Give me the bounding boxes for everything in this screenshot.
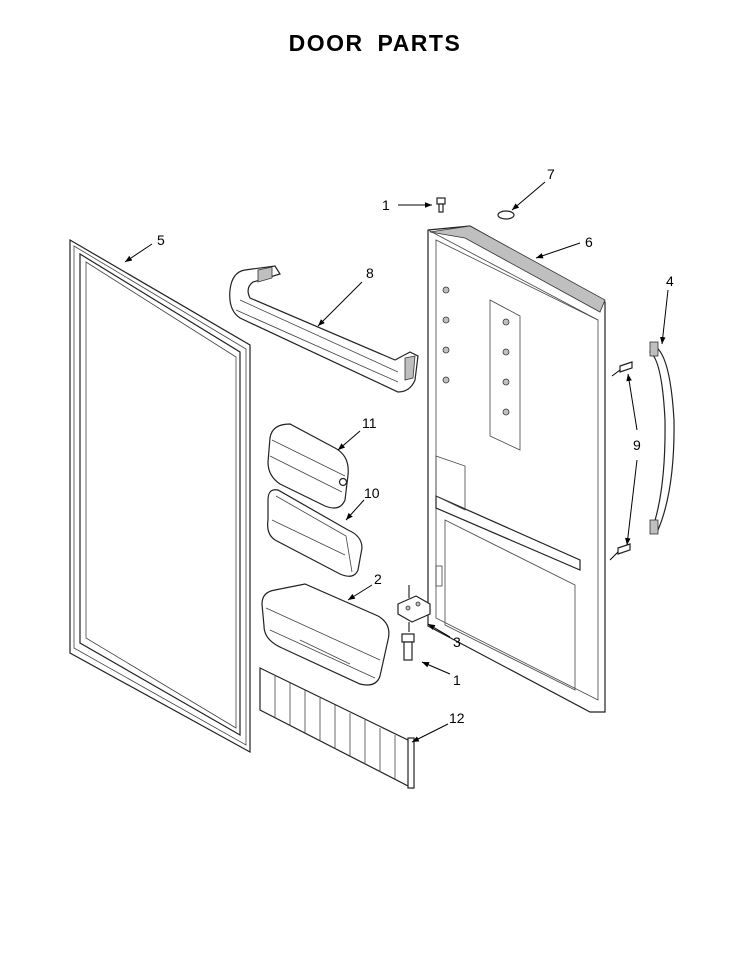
callout-1-top: 1 (382, 197, 390, 213)
callout-1-bottom: 1 (453, 672, 461, 688)
leader-lines (124, 181, 669, 743)
callout-7: 7 (547, 166, 555, 182)
bottom-hinge-pin (401, 622, 415, 661)
callout-2: 2 (374, 571, 382, 587)
callout-11: 11 (362, 415, 377, 431)
callout-6: 6 (585, 234, 593, 250)
callout-12: 12 (449, 710, 465, 726)
bin-guard (259, 667, 415, 789)
o-ring (497, 210, 515, 220)
page-title: DOOR PARTS (288, 30, 462, 56)
door-liner (427, 225, 606, 713)
callout-10: 10 (364, 485, 380, 501)
callout-9: 9 (633, 437, 641, 453)
callout-3: 3 (453, 634, 461, 650)
top-hinge-pin (436, 197, 446, 213)
dairy-door (267, 423, 349, 509)
dairy-bin (267, 489, 363, 577)
door-handle (649, 341, 675, 535)
door-gasket (69, 238, 251, 754)
door-bin (261, 583, 390, 686)
hinge-bracket (397, 585, 431, 623)
callout-5: 5 (157, 232, 165, 248)
handle-screws (609, 361, 633, 561)
top-door-bin (229, 265, 419, 393)
callout-8: 8 (366, 265, 374, 281)
callout-4: 4 (666, 273, 674, 289)
callout-labels: 1 7 5 6 8 4 11 9 10 2 3 1 12 (157, 166, 674, 726)
